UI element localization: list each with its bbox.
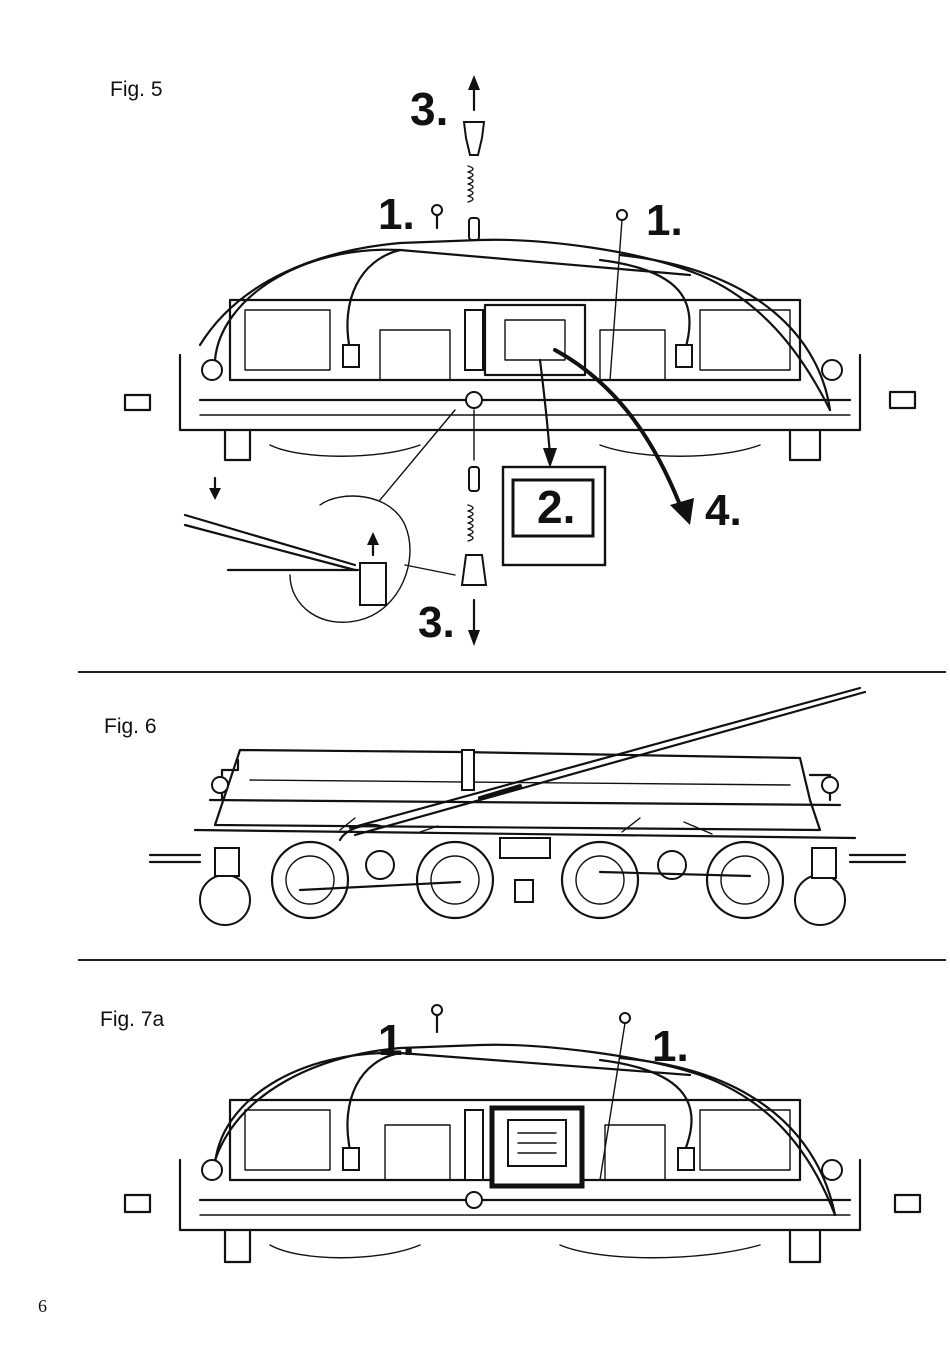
step-label: 3. — [410, 82, 448, 136]
step-label: 3. — [418, 598, 455, 648]
screw-icon — [610, 210, 627, 380]
screw-icon — [432, 1005, 442, 1032]
step-label: 1. — [652, 1022, 689, 1072]
page-number: 6 — [38, 1296, 47, 1317]
figure-6-locomotive-illustration — [0, 680, 950, 950]
arrow-head-icon — [543, 448, 557, 468]
upper-contact-spring — [464, 75, 484, 240]
coupler — [850, 855, 905, 862]
locomotive-body — [125, 240, 915, 460]
figure-divider — [78, 959, 946, 961]
step-label: 1. — [646, 196, 683, 246]
decoder-installed — [492, 1108, 582, 1186]
step-label: 1. — [378, 190, 415, 240]
step-label: 2. — [537, 480, 575, 534]
figure-7a-locomotive-illustration — [0, 990, 950, 1280]
step-label: 4. — [705, 486, 742, 536]
figure-5-locomotive-illustration — [0, 70, 950, 660]
arrow-head-icon — [670, 498, 694, 525]
step-label: 1. — [378, 1016, 415, 1066]
arrow-icon — [622, 818, 640, 832]
screw-icon — [432, 205, 442, 228]
lower-contact-spring — [462, 410, 486, 646]
locomotive-body — [195, 750, 855, 838]
figure-divider — [78, 671, 946, 673]
coupler — [150, 855, 200, 862]
brush-tool — [340, 688, 865, 840]
wheel-set — [200, 838, 845, 925]
